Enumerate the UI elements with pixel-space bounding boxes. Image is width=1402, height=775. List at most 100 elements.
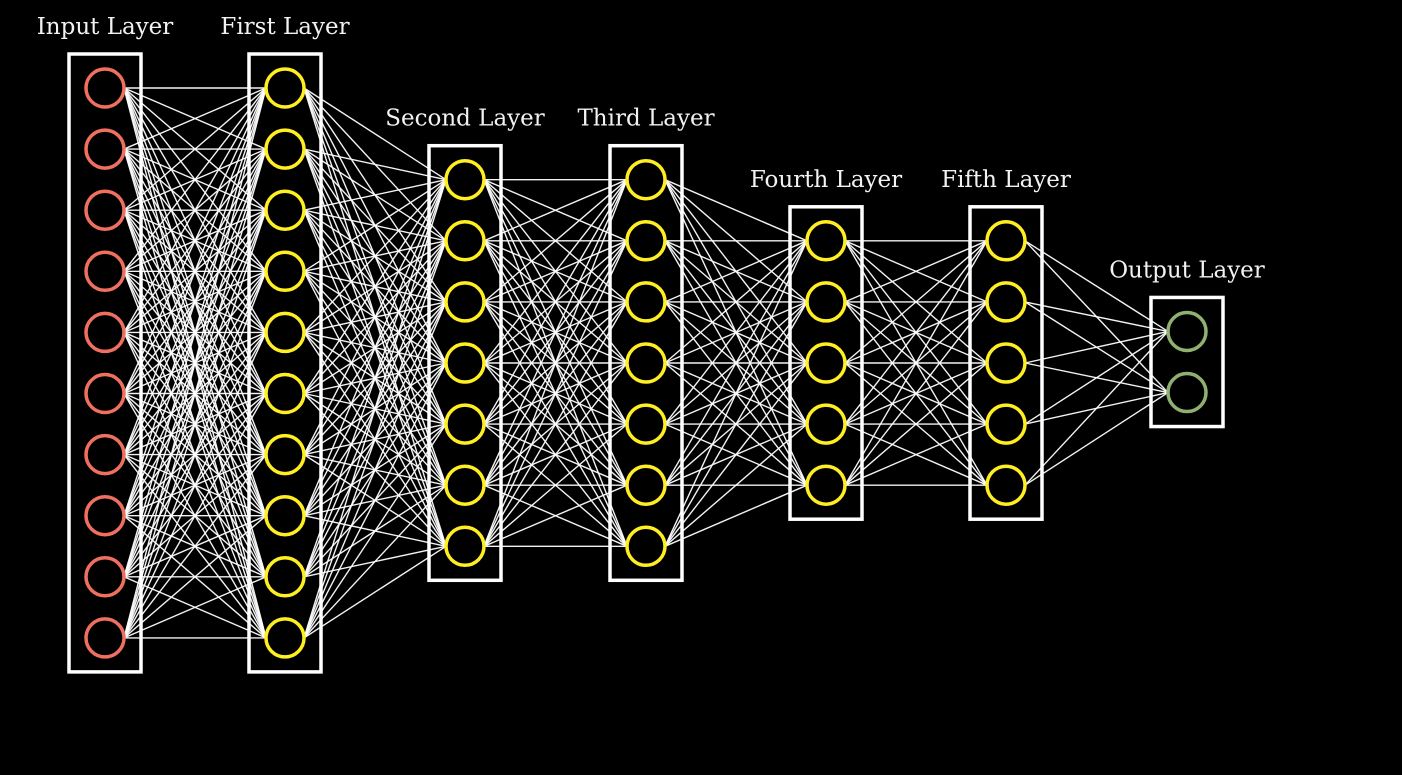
neuron xyxy=(805,281,847,323)
connection-line xyxy=(483,179,628,303)
neuron xyxy=(985,281,1027,323)
connection-line xyxy=(664,423,808,547)
neuron xyxy=(805,403,847,445)
connection-line xyxy=(1024,391,1169,486)
layer-box xyxy=(427,143,503,583)
neuron xyxy=(1166,310,1208,353)
connection-line xyxy=(844,240,988,425)
connection-line xyxy=(844,240,988,303)
connection-line xyxy=(303,179,447,455)
connection-line xyxy=(123,87,267,211)
connection-line xyxy=(664,240,808,364)
layer-box xyxy=(67,52,143,674)
connection-line xyxy=(303,179,447,333)
layer-label: Output Layer xyxy=(1109,257,1265,283)
connection-line xyxy=(1024,240,1169,333)
connection-line xyxy=(483,240,628,547)
connection-line xyxy=(1024,330,1169,364)
connection-line xyxy=(664,301,808,547)
connection-line xyxy=(123,87,267,577)
connection-line xyxy=(123,209,267,639)
neuron xyxy=(84,433,126,476)
layer-1: First Layer xyxy=(220,14,350,674)
connection-line xyxy=(303,179,447,639)
neuron xyxy=(444,525,486,568)
layer-0: Input Layer xyxy=(37,14,173,674)
neuron xyxy=(264,250,306,293)
neuron xyxy=(625,464,667,506)
neuron xyxy=(985,403,1027,445)
connection-line xyxy=(123,148,267,639)
neuron xyxy=(1166,371,1208,414)
neuron xyxy=(264,67,306,109)
connection-line xyxy=(123,87,267,639)
neuron xyxy=(264,372,306,415)
connection-line xyxy=(303,240,447,639)
connection-line xyxy=(123,87,267,150)
neuron xyxy=(264,433,306,476)
neuron xyxy=(264,617,306,659)
neuron xyxy=(625,220,667,262)
connection-line xyxy=(483,179,628,425)
neuron xyxy=(84,67,126,109)
neuron xyxy=(625,342,667,384)
connection-line xyxy=(123,87,267,394)
neuron xyxy=(84,250,126,293)
connection-line xyxy=(664,240,808,303)
connection-line xyxy=(123,332,267,639)
neuron xyxy=(444,220,486,262)
connection-line xyxy=(303,362,447,639)
layer-box xyxy=(247,52,323,674)
connection-line xyxy=(483,179,628,242)
neuron xyxy=(84,556,126,598)
layer-box xyxy=(608,143,684,583)
layer-3: Third Layer xyxy=(577,106,715,583)
layer-label: Third Layer xyxy=(577,106,714,132)
neuron xyxy=(264,128,306,170)
connection-line xyxy=(123,393,267,639)
neuron xyxy=(444,281,486,323)
layer-label: First Layer xyxy=(220,14,349,40)
layer-label: Fifth Layer xyxy=(941,167,1071,193)
neuron xyxy=(264,556,306,598)
neuron xyxy=(84,617,126,659)
connection-line xyxy=(483,423,628,547)
connection-line xyxy=(483,301,628,547)
connection-line xyxy=(664,179,808,242)
connection-line xyxy=(303,179,447,578)
connection-line xyxy=(123,87,267,455)
connection-line xyxy=(123,87,267,272)
neuron xyxy=(805,464,847,506)
connection-line xyxy=(1024,330,1169,486)
connection-line xyxy=(664,484,808,547)
connection-line xyxy=(303,179,447,272)
neuron xyxy=(444,342,486,384)
neuron xyxy=(84,372,126,415)
connection-line xyxy=(123,454,267,639)
connection-line xyxy=(303,179,447,211)
neuron xyxy=(625,525,667,568)
connection-line xyxy=(664,240,808,486)
connection-line xyxy=(303,545,447,639)
neuron xyxy=(985,342,1027,384)
connection-line xyxy=(483,179,628,547)
neuron xyxy=(444,158,486,201)
neuron xyxy=(625,281,667,323)
connection-line xyxy=(844,362,988,486)
connection-line xyxy=(123,87,267,333)
connection-line xyxy=(303,148,447,181)
connection-line xyxy=(483,362,628,547)
connection-line xyxy=(1024,330,1169,425)
neuron xyxy=(444,464,486,506)
connection-line xyxy=(844,240,988,486)
connection-line xyxy=(303,87,447,181)
layer-box xyxy=(788,205,864,521)
connection-line xyxy=(123,515,267,639)
connection-line xyxy=(483,484,628,547)
connection-line xyxy=(123,87,267,516)
layer-6: Output Layer xyxy=(1109,257,1265,429)
neuron xyxy=(84,189,126,231)
connection-line xyxy=(1024,301,1169,333)
